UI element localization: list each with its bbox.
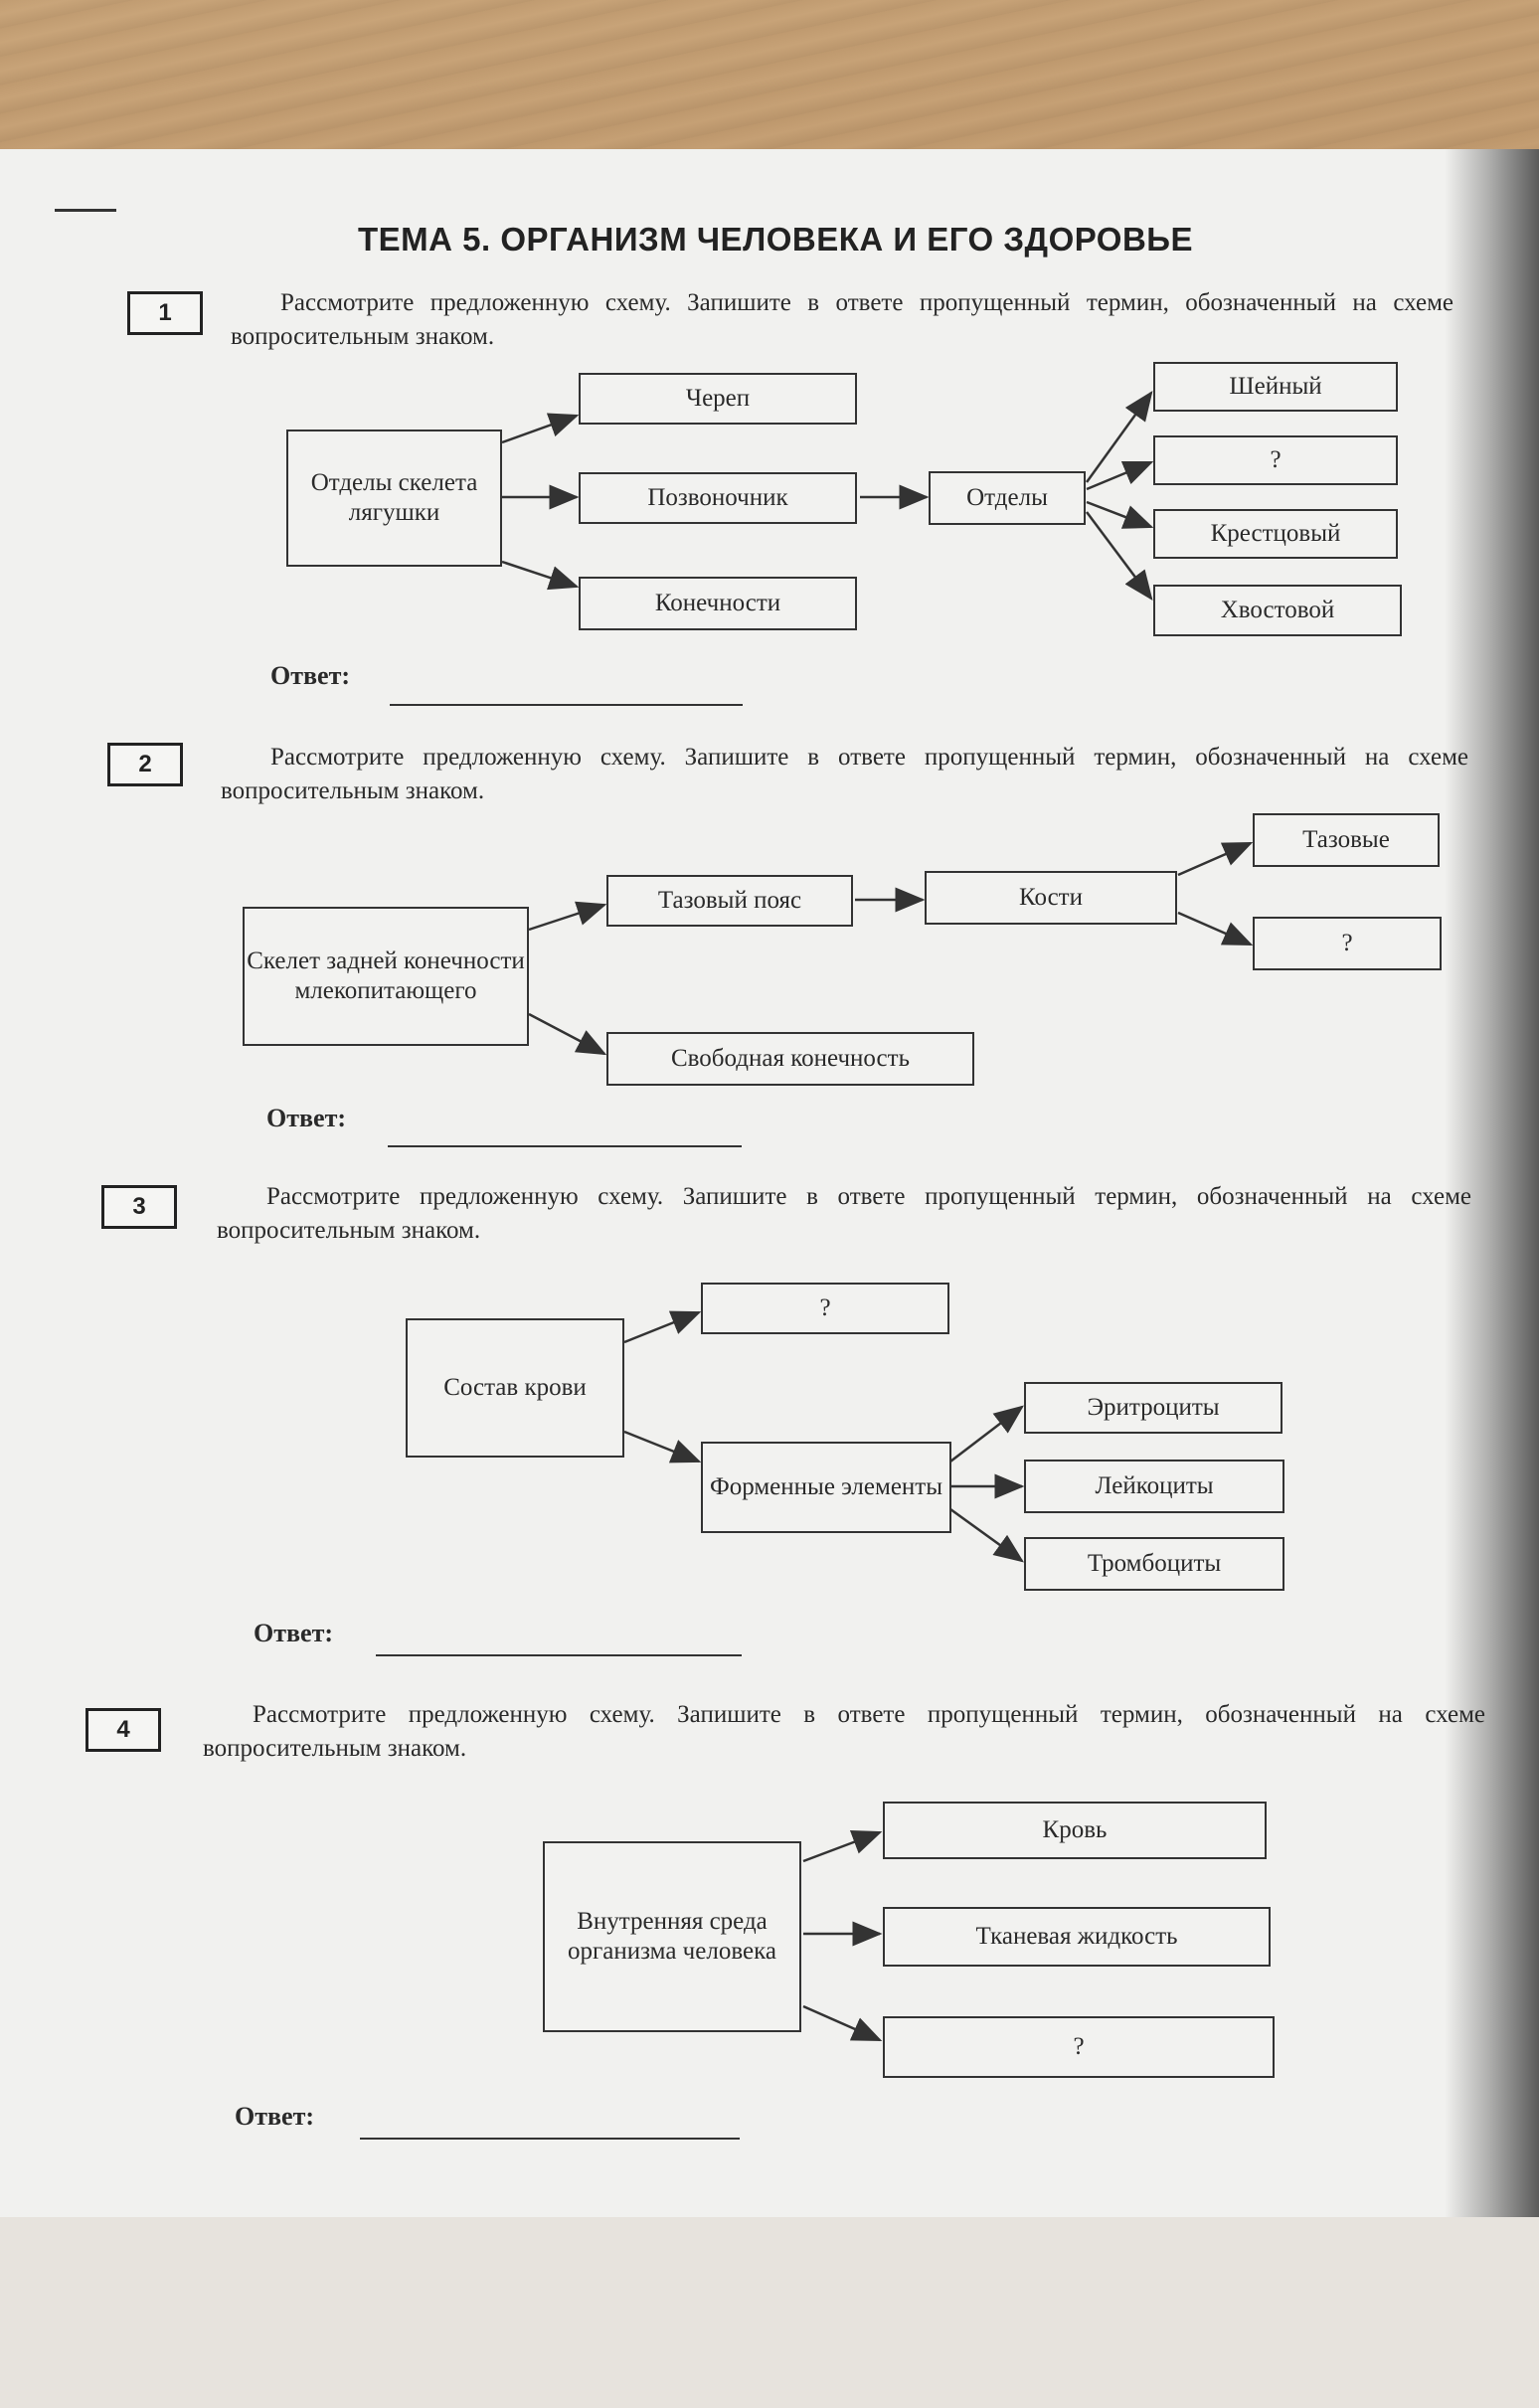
task-2-answer-field[interactable] — [388, 1145, 742, 1147]
arrow-3-thrombocytes — [949, 1507, 1025, 1563]
page-dash — [55, 209, 116, 212]
task-3-root-box: Состав крови — [406, 1318, 624, 1458]
arrow-2-free-limb — [528, 1012, 607, 1056]
arrow-1-caudal — [1085, 511, 1153, 602]
task-1-missing-box: ? — [1153, 435, 1398, 485]
page-edge-shadow — [1445, 149, 1539, 2217]
arrow-3-formed — [623, 1430, 702, 1463]
task-3-formed-box: Форменные элементы — [701, 1442, 951, 1533]
task-1-answer-field[interactable] — [390, 704, 743, 706]
task-1-instruction: Рассмотрите предложенную схему. Запишите… — [231, 289, 1454, 350]
task-2-answer-label: Ответ: — [266, 1104, 347, 1132]
arrow-4-blood — [802, 1829, 883, 1863]
task-2-bones-box: Кости — [925, 871, 1177, 925]
arrow-1-limbs — [501, 560, 580, 591]
arrow-2-missing — [1177, 911, 1254, 946]
task-2-pelvic-girdle-box: Тазовый пояс — [606, 875, 853, 927]
arrow-1-skull — [501, 413, 580, 444]
task-4-answer-field[interactable] — [360, 2138, 740, 2140]
task-4-number: 4 — [86, 1708, 161, 1752]
task-2-instruction: Рассмотрите предложенную схему. Запишите… — [221, 744, 1468, 804]
task-1-sections-box: Отделы — [929, 471, 1086, 525]
task-1-root-box: Отделы скелета лягушки — [286, 430, 502, 567]
task-2-free-limb-box: Свободная конечность — [606, 1032, 974, 1086]
task-1-limbs-box: Конечности — [579, 577, 857, 630]
task-3-answer-field[interactable] — [376, 1654, 742, 1656]
task-4-answer-label: Ответ: — [235, 2102, 315, 2131]
task-4-tissue-fluid-box: Тканевая жидкость — [883, 1907, 1271, 1967]
lower-page — [0, 2217, 1539, 2408]
arrow-1-cervical — [1085, 390, 1153, 483]
arrow-3-missing — [623, 1310, 702, 1344]
arrow-2-pelvic — [1177, 841, 1254, 877]
task-3-missing-box: ? — [701, 1283, 949, 1334]
task-4-blood-box: Кровь — [883, 1802, 1267, 1859]
task-2-missing-box: ? — [1253, 917, 1442, 970]
arrow-4-missing — [802, 2004, 883, 2042]
task-3-instruction: Рассмотрите предложенную схему. Запишите… — [217, 1183, 1471, 1244]
task-4-root-box: Внутренняя среда организма человека — [543, 1841, 801, 2032]
task-1-skull-box: Череп — [579, 373, 857, 425]
task-1-cervical-box: Шейный — [1153, 362, 1398, 412]
task-3-thrombocytes-box: Тромбоциты — [1024, 1537, 1284, 1591]
task-4-missing-box: ? — [883, 2016, 1275, 2078]
task-2-pelvic-box: Тазовые — [1253, 813, 1440, 867]
arrow-3-erythrocytes — [949, 1405, 1024, 1462]
task-1-spine-box: Позвоночник — [579, 472, 857, 524]
task-1-sacral-box: Крестцовый — [1153, 509, 1398, 559]
task-4-instruction: Рассмотрите предложенную схему. Запишите… — [203, 1701, 1485, 1762]
arrow-2-pelvic-girdle — [528, 901, 607, 932]
task-2-root-box: Скелет задней конечности млекопитающего — [243, 907, 529, 1046]
task-1-answer-label: Ответ: — [270, 661, 351, 690]
task-3-leukocytes-box: Лейкоциты — [1024, 1460, 1284, 1513]
page-title: ТЕМА 5. ОРГАНИЗМ ЧЕЛОВЕКА И ЕГО ЗДОРОВЬЕ — [358, 221, 1194, 258]
task-1-number: 1 — [127, 291, 203, 335]
task-3-answer-label: Ответ: — [254, 1619, 334, 1647]
arrow-1-sacral — [1086, 500, 1154, 529]
task-3-number: 3 — [101, 1185, 177, 1229]
task-2-number: 2 — [107, 743, 183, 786]
arrow-1-missing — [1086, 460, 1154, 491]
task-1-caudal-box: Хвостовой — [1153, 585, 1402, 636]
task-3-erythrocytes-box: Эритроциты — [1024, 1382, 1282, 1434]
